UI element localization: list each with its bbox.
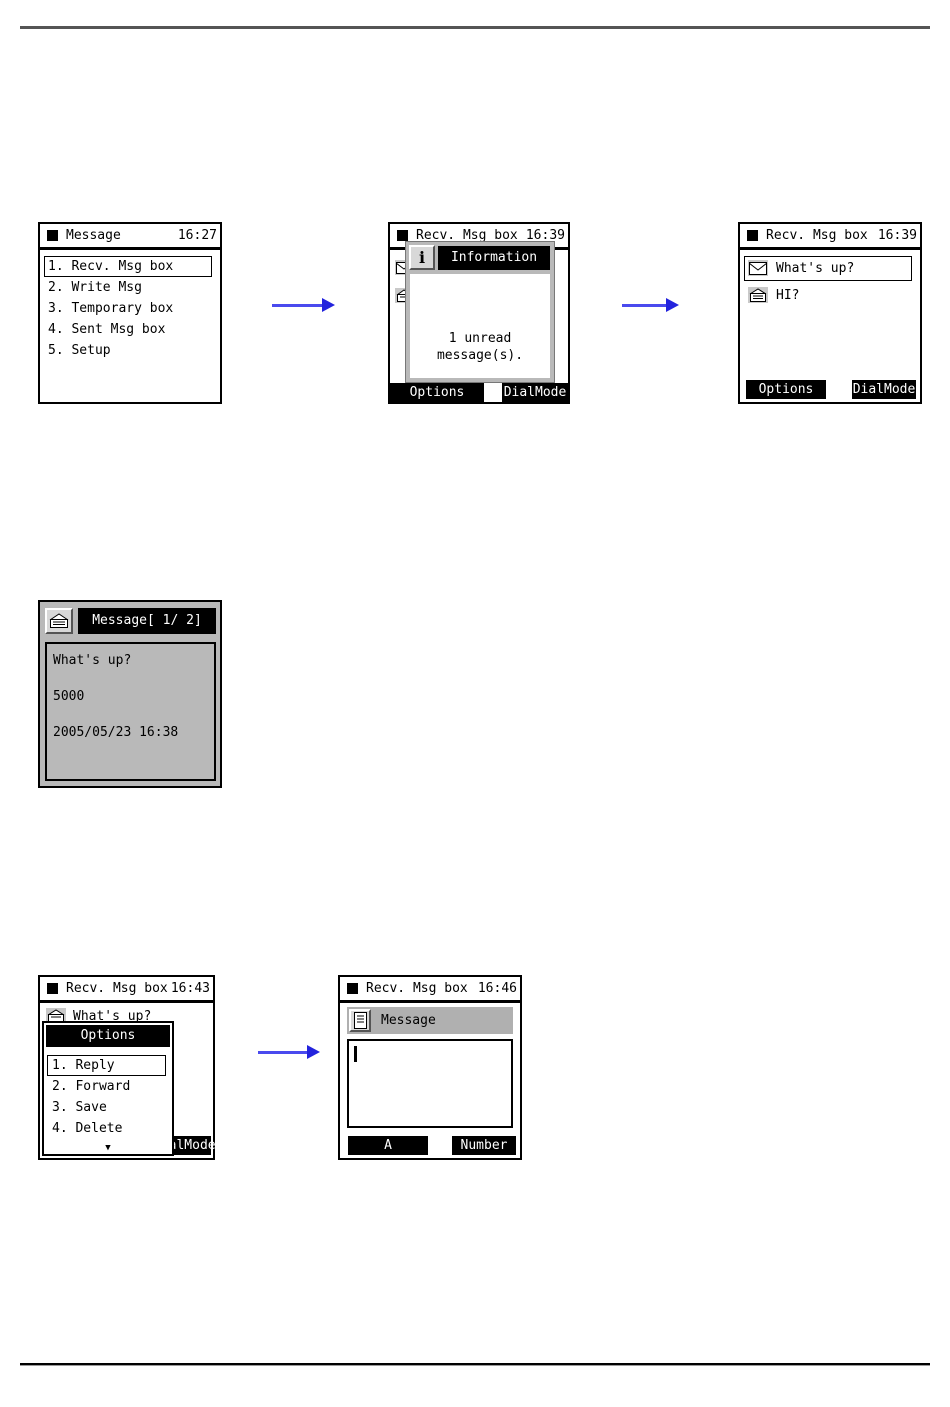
inbox-row-unread[interactable]: What's up?: [748, 260, 854, 276]
screen-title: Recv. Msg box: [66, 981, 168, 996]
popup-item-reply[interactable]: 1. Reply: [52, 1058, 115, 1073]
menu-item-sent-msg-box[interactable]: 4. Sent Msg box: [48, 322, 166, 337]
dialog-title: Information: [438, 246, 550, 270]
message-datetime: 2005/05/23 16:38: [53, 725, 179, 740]
menu-item-recv-msg-box[interactable]: 1. Recv. Msg box: [48, 259, 174, 274]
clock-text: 16:27: [177, 228, 217, 243]
screen-compose: Recv. Msg box 16:46 Message A Number: [338, 975, 522, 1160]
menu-item-temporary-box[interactable]: 3. Temporary box: [48, 301, 174, 316]
black-square-icon: [47, 983, 58, 994]
options-popup: Options 1. Reply 2. Forward 3. Save 4. D…: [42, 1021, 174, 1156]
top-rule: [20, 26, 930, 29]
softkey-options[interactable]: Options: [390, 383, 484, 402]
flow-arrow: [272, 298, 335, 312]
black-square-icon: [47, 230, 58, 241]
inbox-row-read[interactable]: HI?: [748, 287, 799, 303]
message-subject: What's up?: [73, 1008, 152, 1024]
compose-header-bar: Message: [347, 1007, 513, 1034]
envelope-open-icon: [46, 1008, 66, 1024]
message-subject: HI?: [776, 287, 800, 303]
clock-text: 16:39: [525, 228, 565, 243]
dialog-text-line2: message(s).: [436, 348, 524, 363]
selection-outline: [47, 1055, 166, 1076]
softkey-dialmode[interactable]: DialMode: [502, 383, 568, 402]
flow-arrow: [622, 298, 679, 312]
softkey-number[interactable]: Number: [452, 1136, 516, 1155]
title-bar: Recv. Msg box 16:39: [740, 224, 920, 250]
menu-item-setup[interactable]: 5. Setup: [48, 343, 111, 358]
screen-inbox: Recv. Msg box 16:39 What's up? HI? Optio…: [738, 222, 922, 404]
message-body-frame: What's up? 5000 2005/05/23 16:38: [45, 642, 216, 781]
screen-title: Message: [66, 228, 121, 243]
info-icon-glyph: i: [418, 247, 426, 267]
screen-title: Recv. Msg box: [366, 981, 468, 996]
screen-options-menu: Recv. Msg box 16:43 What's up? DialMode …: [38, 975, 216, 1160]
screen-title: Recv. Msg box: [766, 228, 868, 243]
bottom-rule: [20, 1363, 930, 1366]
popup-item-save[interactable]: 3. Save: [52, 1100, 107, 1115]
screen-message-view: Message[ 1/ 2] What's up? 5000 2005/05/2…: [38, 600, 222, 788]
compose-text-area[interactable]: [347, 1039, 513, 1128]
title-divider: [340, 1000, 520, 1003]
title-divider: [40, 1000, 213, 1003]
envelope-open-icon: [748, 287, 768, 303]
black-square-icon: [747, 230, 758, 241]
screen-main-menu: Message 16:27 1. Recv. Msg box 2. Write …: [38, 222, 222, 404]
dialog-body: 1 unread message(s).: [410, 274, 550, 378]
black-square-icon: [347, 983, 358, 994]
popup-title: Options: [46, 1025, 170, 1047]
softkey-dialmode[interactable]: DialMode: [852, 380, 916, 399]
clock-text: 16:46: [477, 981, 517, 996]
softkey-input-mode[interactable]: A: [348, 1136, 428, 1155]
softkey-options[interactable]: Options: [746, 380, 826, 399]
screen-info-dialog: Recv. Msg box 16:39 i Information 1 unre…: [388, 222, 570, 404]
envelope-closed-icon: [748, 260, 768, 276]
clock-text: 16:43: [170, 981, 210, 996]
flow-arrow: [258, 1045, 320, 1059]
screen-title: Recv. Msg box: [416, 228, 518, 243]
information-dialog: i Information 1 unread message(s).: [405, 241, 555, 383]
title-bar: Recv. Msg box 16:46: [340, 977, 520, 1003]
envelope-open-icon: [45, 608, 73, 634]
inbox-row-behind: What's up?: [46, 1008, 151, 1024]
black-square-icon: [397, 230, 408, 241]
selection-outline: [44, 256, 212, 277]
title-divider: [40, 247, 220, 250]
document-icon: [349, 1009, 371, 1032]
title-divider: [740, 247, 920, 250]
dialog-text-line1: 1 unread: [448, 331, 512, 346]
menu-item-write-msg[interactable]: 2. Write Msg: [48, 280, 142, 295]
more-items-arrow-icon[interactable]: ▼: [105, 1143, 111, 1153]
title-bar: Recv. Msg box 16:43: [40, 977, 213, 1003]
clock-text: 16:39: [877, 228, 917, 243]
popup-item-forward[interactable]: 2. Forward: [52, 1079, 131, 1094]
message-subject: What's up?: [776, 260, 855, 276]
popup-item-delete[interactable]: 4. Delete: [52, 1121, 123, 1136]
text-cursor: [354, 1046, 357, 1062]
compose-header-label: Message: [381, 1013, 436, 1028]
message-text: What's up?: [53, 653, 132, 668]
view-header: Message[ 1/ 2]: [78, 608, 216, 634]
title-bar: Message 16:27: [40, 224, 220, 250]
message-sender: 5000: [53, 689, 85, 704]
selection-outline: [744, 256, 912, 281]
info-icon: i: [409, 245, 435, 270]
